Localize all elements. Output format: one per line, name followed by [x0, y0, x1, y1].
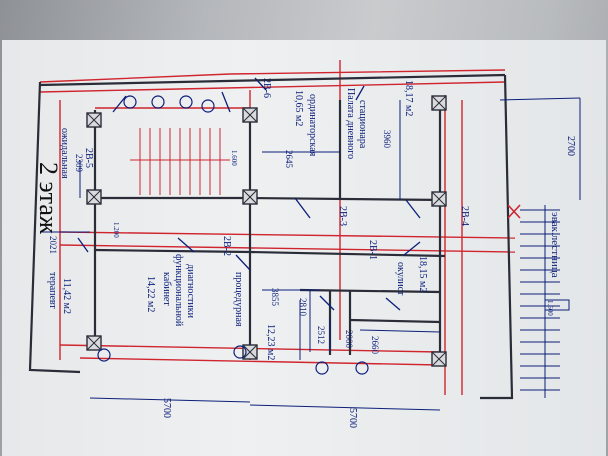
room-label-terrace: терапевт [47, 272, 58, 309]
room-label-day-ward-2: стационара [357, 100, 368, 149]
dim-5700-left: 5700 [161, 398, 172, 418]
dim-2021: 2021 [48, 236, 58, 254]
dim-2512: 2512 [316, 326, 326, 344]
dim-2660: 2660 [370, 336, 380, 355]
door-tag-2b1: 2В-1 [367, 240, 378, 260]
dim-3960: 3960 [382, 130, 392, 149]
dim-2000: 2000 [344, 330, 354, 349]
room-label-waiting: ожидальная [59, 128, 70, 179]
door-tag-2b6: 2В-6 [261, 78, 272, 98]
dim-3855: 3855 [270, 288, 280, 307]
dimension-lines [42, 97, 581, 411]
room-label-functional-diag-1: кабинет [161, 272, 172, 306]
room-label-evac-stair: эвак.лестница [549, 212, 561, 278]
dim-2645: 2645 [284, 150, 294, 169]
room-area-procedure: 12,23 м2 [265, 324, 276, 360]
door-tag-2b5: 2В-5 [83, 148, 94, 168]
room-label-resident: ординаторская [307, 94, 318, 157]
stair-flight [130, 128, 230, 195]
room-label-day-ward-1: Палата дневного [345, 88, 356, 159]
room-label-functional-diag-3: диагностики [185, 264, 196, 319]
dim-1600-b: 1.600 [546, 300, 554, 316]
dim-2810: 2810 [298, 298, 308, 317]
dim-1600-a: 1.600 [230, 150, 238, 166]
door-tag-2b3: 2В-3 [337, 206, 348, 226]
sanitary-fixtures [97, 95, 369, 375]
room-area-functional-diag: 14,22 м2 [145, 276, 156, 312]
column-cross-marks [86, 95, 447, 367]
floor-title: 2 этаж [34, 162, 63, 235]
door-tag-2b2: 2В-2 [221, 236, 232, 256]
room-area-day-ward: 18,17 м2 [403, 80, 414, 116]
room-label-oculist: окулист [395, 262, 406, 296]
dim-1200: 1.200 [112, 222, 120, 238]
dim-2309: 2309 [74, 154, 84, 173]
door-swings [77, 77, 421, 311]
red-x-mark [507, 204, 521, 219]
room-area-terrace: 11,42 м2 [61, 278, 72, 314]
room-area-oculist: 18,15 м2 [417, 256, 428, 292]
evac-stair-tag-box [544, 299, 570, 311]
room-label-functional-diag-2: функциональной [173, 254, 184, 327]
room-label-procedure: процедурная [233, 272, 244, 327]
door-tag-2b4: 2В-4 [459, 206, 470, 226]
room-area-resident: 10,65 м2 [293, 90, 304, 126]
dim-2700: 2700 [565, 136, 576, 156]
dim-5700-right: 5700 [347, 408, 358, 428]
walls [28, 73, 514, 400]
